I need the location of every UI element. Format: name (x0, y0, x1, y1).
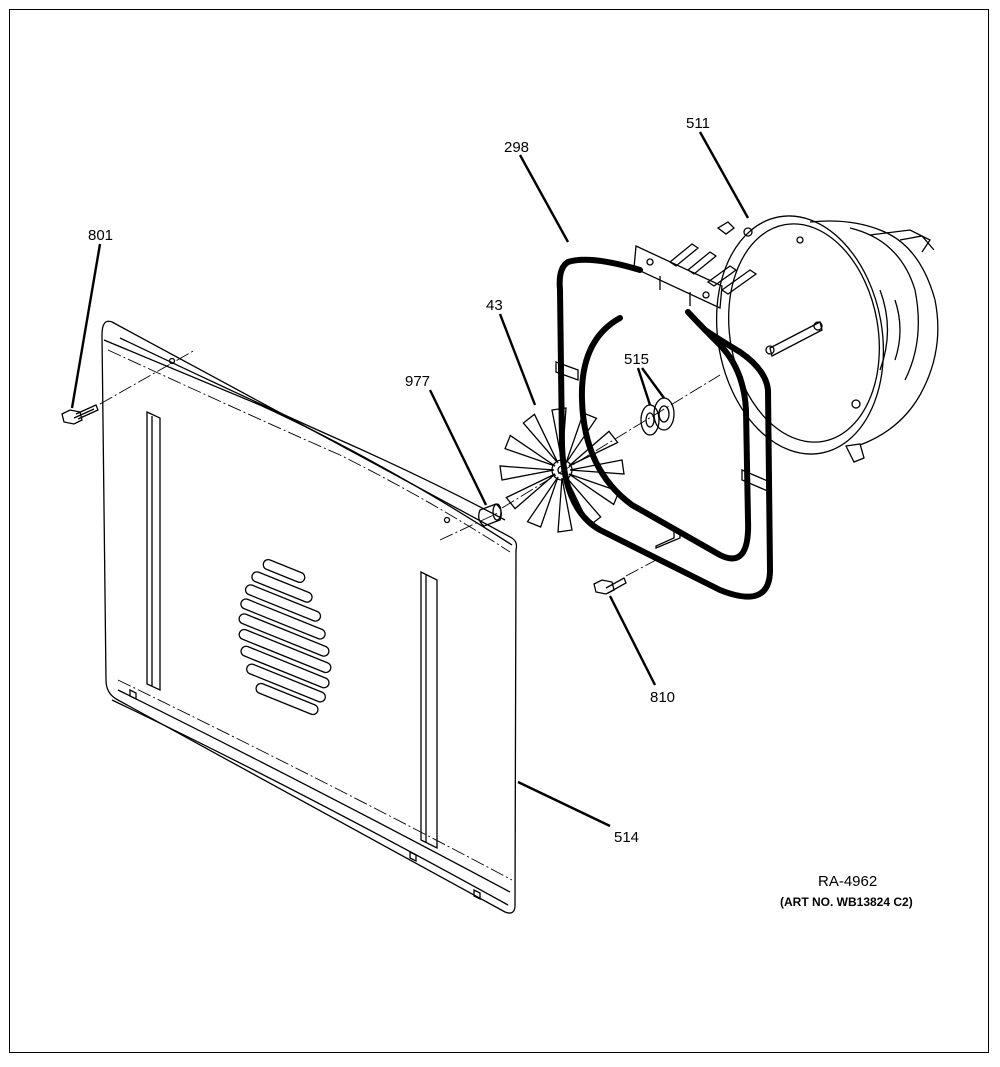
shaft-axis-line (501, 374, 721, 509)
callout-514: 514 (614, 829, 639, 846)
washers-515 (640, 397, 675, 436)
left-slot (146, 410, 161, 692)
back-panel (101, 320, 518, 914)
callout-810: 810 (650, 689, 675, 706)
callout-977: 977 (405, 373, 430, 390)
art-number: (ART NO. WB13824 C2) (780, 895, 913, 909)
heating-element (555, 243, 773, 600)
callout-801: 801 (88, 227, 113, 244)
screw-801 (61, 349, 196, 425)
leader-lines (70, 131, 750, 828)
nut-axis-line (439, 511, 501, 541)
diagram-border (9, 9, 989, 1053)
nut-977 (478, 503, 502, 527)
callout-515: 515 (624, 351, 649, 368)
part-callouts: 801 298 511 43 515 977 810 514 (88, 115, 710, 846)
fan-vent-louvers (238, 558, 332, 716)
callout-298: 298 (504, 139, 529, 156)
right-slot (420, 570, 438, 850)
callout-511: 511 (686, 115, 710, 132)
screw-810 (593, 559, 657, 595)
drawing-reference: RA-4962 (818, 873, 877, 890)
callout-43: 43 (486, 297, 503, 314)
convection-motor-assembly (715, 215, 939, 463)
